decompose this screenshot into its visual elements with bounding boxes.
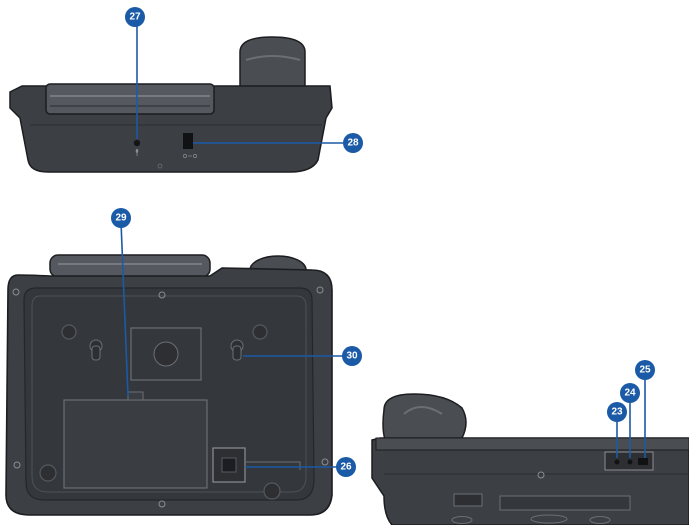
callout-23: 23 bbox=[607, 402, 627, 422]
audio-jack bbox=[627, 459, 633, 465]
callout-29: 29 bbox=[111, 208, 131, 228]
callout-26: 26 bbox=[336, 457, 356, 477]
headset-jack bbox=[614, 459, 620, 465]
svg-text:27: 27 bbox=[129, 12, 141, 23]
dc-power-icon bbox=[183, 154, 197, 158]
microphone-icon bbox=[135, 149, 139, 156]
svg-text:24: 24 bbox=[624, 388, 636, 399]
usb-port bbox=[638, 458, 648, 465]
phone-side-view bbox=[371, 378, 689, 525]
svg-text:30: 30 bbox=[346, 351, 358, 362]
svg-text:26: 26 bbox=[340, 462, 352, 473]
wall-mount-keyhole-left bbox=[89, 339, 103, 361]
svg-text:25: 25 bbox=[639, 365, 651, 376]
phone-bottom-view bbox=[5, 221, 352, 516]
phone-rear-view bbox=[9, 22, 343, 173]
battery-cover bbox=[63, 399, 208, 489]
callout-25: 25 bbox=[635, 360, 655, 380]
callout-30: 30 bbox=[342, 346, 362, 366]
dc-port bbox=[183, 133, 193, 149]
callout-24: 24 bbox=[620, 383, 640, 403]
wall-mount-keyhole-right bbox=[230, 339, 244, 361]
svg-text:28: 28 bbox=[347, 138, 359, 149]
svg-text:23: 23 bbox=[611, 407, 623, 418]
callout-27: 27 bbox=[125, 7, 145, 27]
svg-text:29: 29 bbox=[115, 213, 127, 224]
callout-28: 28 bbox=[343, 133, 363, 153]
microphone-jack bbox=[133, 139, 141, 147]
